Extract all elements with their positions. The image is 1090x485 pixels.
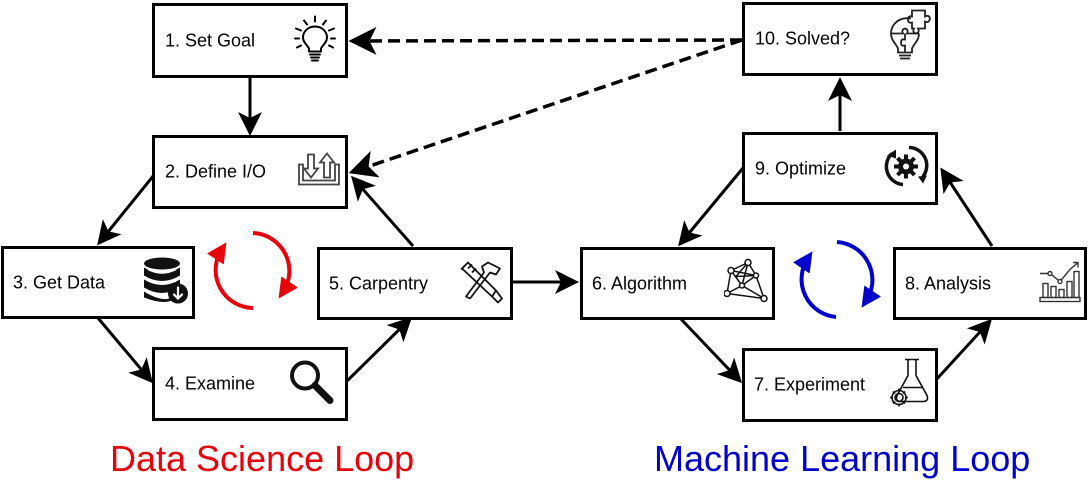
machine-learning-loop-title: Machine Learning Loop — [654, 438, 1031, 479]
data-science-cycle-arc-left — [207, 242, 254, 310]
puzzle-lightbulb-icon — [887, 9, 933, 70]
database-download-icon — [142, 256, 190, 309]
node-define-io: 2. Define I/O — [152, 135, 348, 209]
edge-8-to-9 — [940, 167, 994, 247]
machine-learning-cycle-arc-left — [793, 251, 837, 319]
node-label: 2. Define I/O — [165, 161, 267, 182]
node-label: 6. Algorithm — [592, 273, 688, 293]
edge-2-to-3 — [97, 174, 156, 246]
node-label: 4. Examine — [165, 373, 256, 394]
edge-7-to-8 — [933, 318, 993, 383]
flask-gear-icon — [889, 358, 929, 413]
node-carpentry: 5. Carpentry — [317, 247, 513, 320]
node-label: 8. Analysis — [905, 273, 992, 293]
node-label: 1. Set Goal — [165, 30, 256, 50]
data-science-cycle-arc-right — [252, 231, 298, 299]
node-set-goal: 1. Set Goal — [152, 3, 348, 78]
node-label: 9. Optimize — [755, 158, 847, 178]
node-label: 10. Solved? — [755, 28, 851, 49]
node-label: 5. Carpentry — [329, 273, 429, 293]
edge-9-to-6 — [678, 167, 745, 247]
edge-6-to-7 — [678, 316, 743, 384]
tools-icon — [458, 258, 504, 309]
input-output-icon — [297, 151, 341, 194]
node-analysis: 8. Analysis — [893, 247, 1087, 320]
machine-learning-cycle-arc-right — [836, 240, 881, 308]
network-graph-icon — [723, 258, 768, 309]
edge-10-to-1-dashed — [348, 26, 743, 55]
node-label: 3. Get Data — [13, 272, 106, 292]
edge-5-to-2 — [351, 175, 415, 247]
edge-10-to-2-dashed — [348, 38, 743, 178]
bar-chart-trend-icon — [1038, 259, 1082, 308]
edge-4-to-5 — [345, 316, 413, 383]
node-optimize: 9. Optimize — [742, 132, 938, 205]
node-solved: 10. Solved? — [742, 2, 938, 76]
node-experiment: 7. Experiment — [742, 348, 938, 422]
data-science-loop-title: Data Science Loop — [110, 438, 415, 479]
lightbulb-icon — [293, 14, 337, 67]
edge-3-to-4 — [96, 317, 153, 384]
node-algorithm: 6. Algorithm — [580, 247, 775, 320]
node-examine: 4. Examine — [152, 347, 348, 421]
magnifier-icon — [287, 358, 335, 411]
gear-cycle-icon — [883, 143, 929, 194]
node-label: 7. Experiment — [754, 374, 866, 395]
node-get-data: 3. Get Data — [1, 246, 195, 319]
